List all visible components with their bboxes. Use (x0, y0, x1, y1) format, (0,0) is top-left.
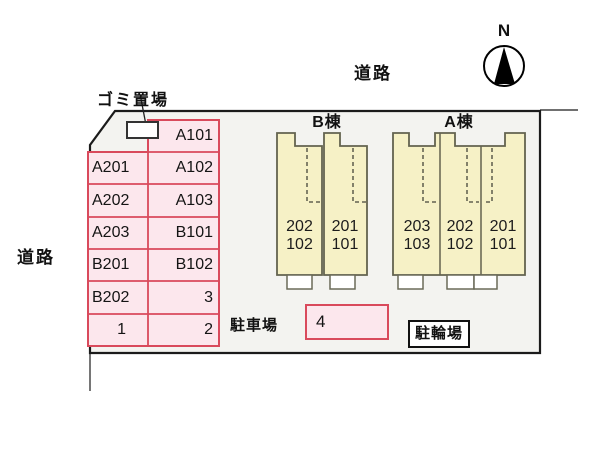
building-b-name: B棟 (312, 114, 342, 131)
garbage-leader-line (140, 98, 147, 126)
parking-cell-a203: A203 (92, 224, 130, 241)
road-label-top: 道路 (354, 64, 392, 83)
room-lower: 102 (446, 236, 474, 253)
compass-needle (494, 47, 515, 84)
room-lower: 102 (286, 236, 313, 253)
room-label-b-unit-1: 202 102 (277, 218, 322, 254)
parking-lot-label: 駐車場 (230, 317, 279, 334)
parking-cell-3: 3 (204, 289, 213, 306)
room-lower: 101 (331, 236, 359, 253)
compass-icon (483, 45, 525, 87)
room-label-a-unit-3: 201 101 (481, 218, 525, 254)
compass-north-label: N (497, 21, 511, 40)
parking-cell-b102: B102 (175, 256, 213, 273)
building-b-unit-1 (276, 132, 323, 276)
room-label-a-unit-1: 203 103 (394, 218, 440, 254)
room-lower: 103 (403, 236, 431, 253)
road-label-left: 道路 (17, 248, 55, 267)
room-upper: 202 (286, 218, 313, 235)
parking-cell-a202: A202 (92, 192, 130, 209)
room-label-b-unit-2: 201 101 (323, 218, 367, 254)
parking-cell-b201: B201 (92, 256, 130, 273)
garbage-area-label: ゴミ置場 (97, 92, 170, 109)
parking-cell-b101: B101 (175, 224, 213, 241)
parking-cell-a101: A101 (175, 127, 213, 144)
parking-stall-4: 4 (305, 304, 389, 340)
room-lower: 101 (489, 236, 517, 253)
room-upper: 201 (331, 218, 359, 235)
room-upper: 201 (489, 218, 517, 235)
room-label-a-unit-2: 202 102 (439, 218, 481, 254)
bicycle-area-box: 駐輪場 (408, 320, 470, 348)
parking-cell-a102: A102 (175, 159, 213, 176)
stair-dashed-lines (306, 148, 493, 203)
room-upper: 202 (446, 218, 474, 235)
entrance-porches (286, 274, 498, 290)
parking-cell-b202: B202 (92, 289, 130, 306)
parking-cell-1: 1 (117, 321, 126, 338)
parking-cell-2: 2 (204, 321, 213, 338)
parking-cell-a201: A201 (92, 159, 130, 176)
building-b-unit-2 (323, 132, 368, 276)
building-a-outline (392, 132, 526, 276)
parking-cell-a103: A103 (175, 192, 213, 209)
garbage-box (126, 121, 159, 139)
room-upper: 203 (403, 218, 431, 235)
building-a-name: A棟 (444, 114, 474, 131)
parking-table-gridlines (88, 151, 219, 346)
